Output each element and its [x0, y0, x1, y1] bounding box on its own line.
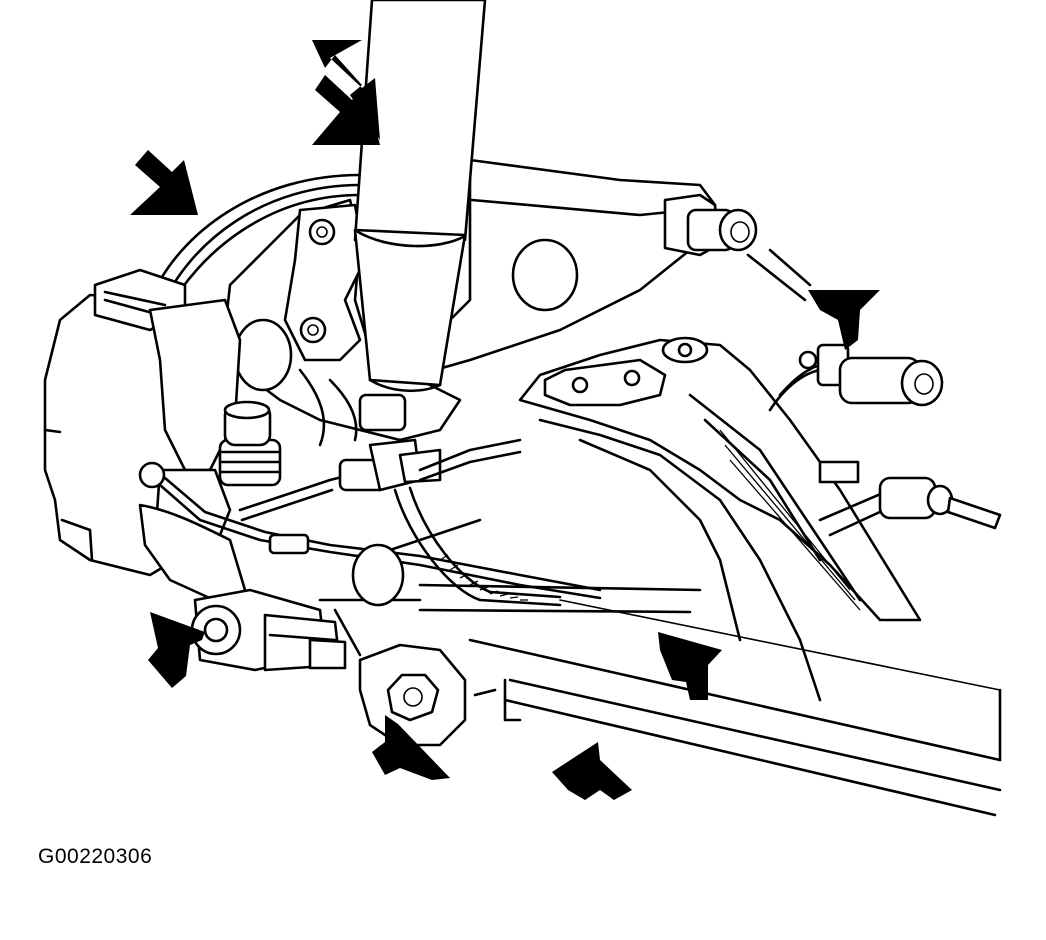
lower-control-arm [518, 336, 922, 702]
upper-control-arm [398, 158, 812, 382]
brake-cable-end [818, 460, 1002, 537]
arrow-strut-top-icon [312, 40, 380, 140]
knuckle [223, 198, 462, 447]
brake-line-fitting [138, 400, 602, 600]
figure-id-label: G00220306 [38, 845, 153, 868]
arrow-crossmember-icon [552, 742, 632, 800]
arrow-rotor-top-icon [130, 150, 198, 215]
strut [353, 0, 487, 432]
lower-bushing [190, 588, 347, 672]
tie-rod [768, 343, 944, 412]
arrow-strut-top-head-icon [312, 75, 380, 145]
arrow-knuckle-bolt-icon [372, 715, 450, 780]
arrow-lower-bushing-icon [148, 612, 205, 688]
abs-harness [268, 438, 562, 607]
callout-arrows [130, 40, 880, 800]
crossmember [468, 599, 1002, 817]
arrow-trailing-link-icon [808, 290, 880, 350]
knuckle-lower-bolt [333, 543, 467, 747]
arrow-lower-arm-icon [658, 632, 722, 700]
brake-caliper [43, 268, 247, 607]
